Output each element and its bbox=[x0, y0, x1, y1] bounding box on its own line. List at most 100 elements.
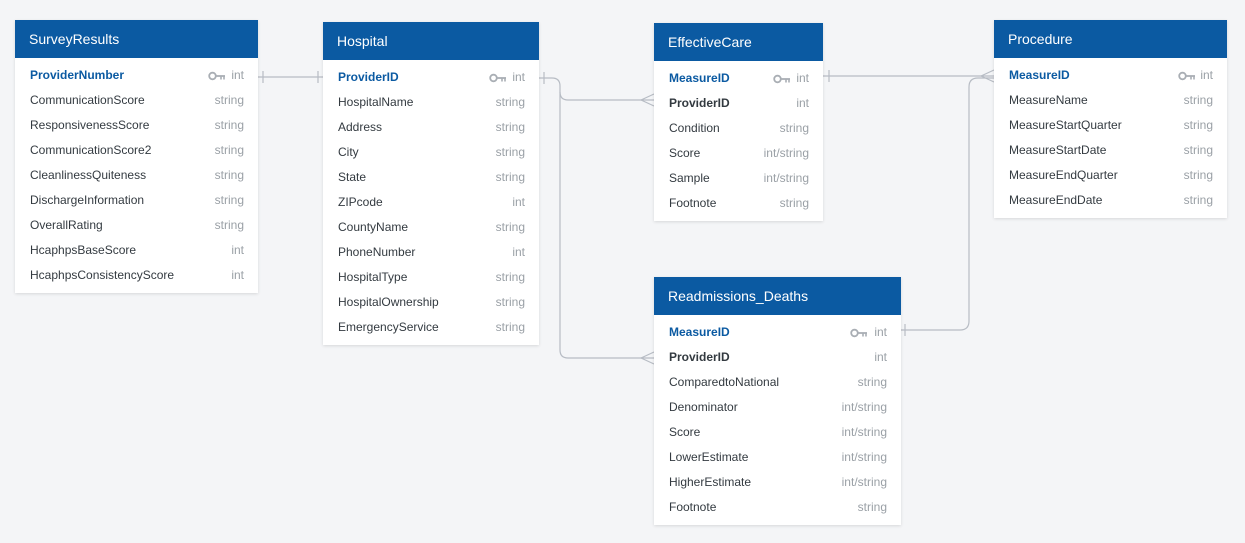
field-row-measureid[interactable]: MeasureID int bbox=[654, 66, 823, 91]
field-type: int/string bbox=[841, 475, 887, 489]
field-type: string bbox=[1183, 168, 1213, 182]
field-name: CommunicationScore2 bbox=[30, 143, 152, 157]
field-type: int bbox=[231, 68, 244, 82]
many-marker bbox=[640, 351, 655, 365]
field-type: int/string bbox=[841, 450, 887, 464]
key-icon bbox=[489, 73, 506, 83]
field-name: ProviderID bbox=[669, 350, 730, 364]
field-row-dischargeinformation[interactable]: DischargeInformation string bbox=[15, 188, 258, 213]
key-icon bbox=[208, 71, 225, 81]
field-row-communicationscore2[interactable]: CommunicationScore2 string bbox=[15, 138, 258, 163]
relationship-line bbox=[539, 77, 654, 101]
field-name: MeasureID bbox=[669, 71, 730, 85]
field-row-emergencyservice[interactable]: EmergencyService string bbox=[323, 315, 539, 340]
field-type: int bbox=[512, 245, 525, 259]
field-name: DischargeInformation bbox=[30, 193, 145, 207]
field-type: string bbox=[214, 168, 244, 182]
field-name: MeasureStartDate bbox=[1009, 143, 1107, 157]
field-type: int bbox=[1200, 68, 1213, 82]
field-type: int bbox=[231, 268, 244, 282]
key-icon bbox=[773, 74, 790, 84]
field-name: MeasureID bbox=[669, 325, 730, 339]
one-marker bbox=[262, 71, 319, 83]
field-name: State bbox=[338, 170, 367, 184]
field-name: CommunicationScore bbox=[30, 93, 145, 107]
many-marker bbox=[980, 69, 995, 83]
field-row-address[interactable]: Address string bbox=[323, 115, 539, 140]
field-row-measureid[interactable]: MeasureID int bbox=[994, 63, 1227, 88]
field-name: Footnote bbox=[669, 196, 717, 210]
field-name: MeasureID bbox=[1009, 68, 1070, 82]
table-header-surveyresults[interactable]: SurveyResults bbox=[15, 20, 258, 58]
field-type: string bbox=[495, 220, 525, 234]
field-type: string bbox=[1183, 93, 1213, 107]
field-type: int bbox=[796, 96, 809, 110]
field-type: string bbox=[495, 120, 525, 134]
field-row-score[interactable]: Score int/string bbox=[654, 420, 901, 445]
field-row-countyname[interactable]: CountyName string bbox=[323, 215, 539, 240]
field-name: Address bbox=[338, 120, 383, 134]
field-type: string bbox=[495, 145, 525, 159]
table-header-effectivecare[interactable]: EffectiveCare bbox=[654, 23, 823, 61]
field-type: string bbox=[214, 118, 244, 132]
field-name: Sample bbox=[669, 171, 710, 185]
field-type: string bbox=[214, 143, 244, 157]
field-name: EmergencyService bbox=[338, 320, 439, 334]
field-type: string bbox=[214, 193, 244, 207]
many-marker bbox=[640, 93, 655, 107]
field-type: int bbox=[796, 71, 809, 85]
field-type: int/string bbox=[841, 425, 887, 439]
table-header-readmissions-deaths[interactable]: Readmissions_Deaths bbox=[654, 277, 901, 315]
field-name: Score bbox=[669, 425, 701, 439]
field-name: CountyName bbox=[338, 220, 409, 234]
field-type: string bbox=[857, 375, 887, 389]
table-header-procedure[interactable]: Procedure bbox=[994, 20, 1227, 58]
field-name: HospitalOwnership bbox=[338, 295, 439, 309]
field-type: string bbox=[495, 270, 525, 284]
table-header-hospital[interactable]: Hospital bbox=[323, 22, 539, 60]
field-name: HospitalName bbox=[338, 95, 414, 109]
field-type: string bbox=[495, 320, 525, 334]
